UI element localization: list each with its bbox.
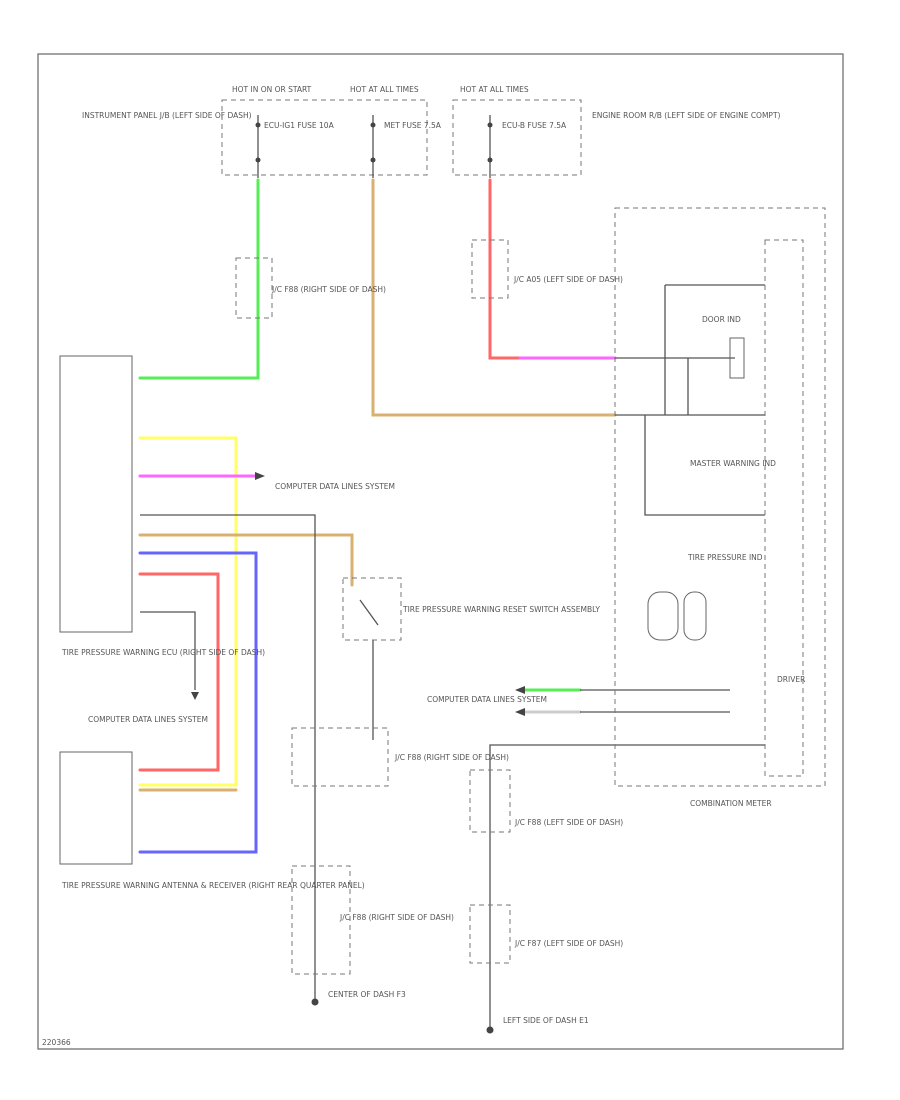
engine-room-rb-label: ENGINE ROOM R/B (LEFT SIDE OF ENGINE COM… (592, 111, 781, 120)
wire-red-rfpa (138, 572, 220, 772)
indicator-tire: TIRE PRESSURE IND (687, 553, 763, 562)
tire-pressure-ind-lamp (647, 591, 679, 641)
ground-center-of-dash-label: CENTER OF DASH F3 (328, 990, 406, 999)
fuse-met (370, 115, 376, 178)
fuse-label-2: MET FUSE 7.5A (384, 121, 442, 130)
wire-brn-clsw (138, 533, 354, 587)
wire-wht-blk-gnd (140, 514, 316, 1000)
jc-a05 (471, 239, 509, 299)
fuse-box-dashed-2 (452, 99, 582, 176)
wire-yel-sind (138, 436, 238, 787)
tire-pressure-warning-ecu (59, 355, 133, 633)
receiver-label: TIRE PRESSURE WARNING ANTENNA & RECEIVER… (61, 881, 365, 890)
cdls-label-receiver: COMPUTER DATA LINES SYSTEM (88, 715, 208, 724)
wire-meter-bus (580, 284, 765, 713)
meter-label: COMBINATION METER (690, 799, 772, 808)
wire-brn-met (371, 178, 617, 417)
jc-left-upper (469, 769, 511, 833)
jc-f87-label: J/C F87 (LEFT SIDE OF DASH) (514, 939, 623, 948)
jc-a05-label: J/C A05 (LEFT SIDE OF DASH) (513, 275, 623, 284)
fuse-box-dashed-1 (221, 99, 428, 176)
tire-pressure-ind-driver (683, 591, 707, 641)
jc-left-upper-label: J/C F88 (LEFT SIDE OF DASH) (514, 818, 623, 827)
wire-red-ecub (488, 178, 522, 360)
ground-left-of-dash-icon (486, 1026, 494, 1034)
ground-left-of-dash-label: LEFT SIDE OF DASH E1 (503, 1016, 589, 1025)
diagram-code: 220366 (42, 1038, 71, 1047)
wire-grn-ig (138, 178, 260, 380)
source-header-1: HOT IN ON OR START (232, 85, 312, 94)
source-header-3: HOT AT ALL TIMES (460, 85, 529, 94)
meter-driver-block (764, 239, 804, 777)
jc-f88-ig-label: J/C F88 (RIGHT SIDE OF DASH) (271, 285, 386, 294)
fuse-ecu-ig1 (255, 115, 261, 178)
cdls-label-canp: COMPUTER DATA LINES SYSTEM (275, 482, 395, 491)
jc-f88-center-label: J/C F88 (RIGHT SIDE OF DASH) (339, 913, 454, 922)
wire-meter-vert (664, 285, 689, 415)
source-header-2: HOT AT ALL TIMES (350, 85, 419, 94)
jc-f87 (469, 904, 511, 964)
ground-center-of-dash-icon (311, 998, 319, 1006)
spare-wire-ground-icon (191, 692, 199, 700)
meter-driver-label: DRIVER (777, 675, 805, 684)
door-ind-lamp (729, 337, 745, 379)
jc-f88-center (291, 865, 351, 975)
jc-f88-right (291, 727, 389, 787)
arrow-canp-icon (255, 472, 265, 480)
wire-wht-spare (140, 611, 196, 690)
reset-switch-assembly (342, 577, 402, 641)
indicator-master: MASTER WARNING IND (690, 459, 776, 468)
combination-meter (614, 207, 826, 787)
reset-switch-label: TIRE PRESSURE WARNING RESET SWITCH ASSEM… (402, 605, 600, 614)
fuse-label-1: ECU-IG1 FUSE 10A (264, 121, 335, 130)
wire-meter-ground (489, 744, 765, 1030)
instrument-panel-jb-label: INSTRUMENT PANEL J/B (LEFT SIDE OF DASH) (82, 111, 252, 120)
indicator-door: DOOR IND (702, 315, 741, 324)
fuse-ecu-b (487, 115, 493, 178)
fuse-label-3: ECU-B FUSE 7.5A (502, 121, 567, 130)
jc-f88-ig (235, 257, 273, 319)
outer-frame (37, 53, 844, 1050)
antenna-receiver (59, 751, 133, 865)
wire-blu-rea (138, 551, 258, 854)
arrow-can-l-icon (515, 708, 525, 716)
arrow-can-h-icon (515, 686, 525, 694)
jc-f88-right-label: J/C F88 (RIGHT SIDE OF DASH) (394, 753, 509, 762)
meter-data-lines-label: COMPUTER DATA LINES SYSTEM (427, 695, 547, 704)
switch-contact (359, 599, 379, 626)
ecu-label: TIRE PRESSURE WARNING ECU (RIGHT SIDE OF… (61, 648, 265, 657)
